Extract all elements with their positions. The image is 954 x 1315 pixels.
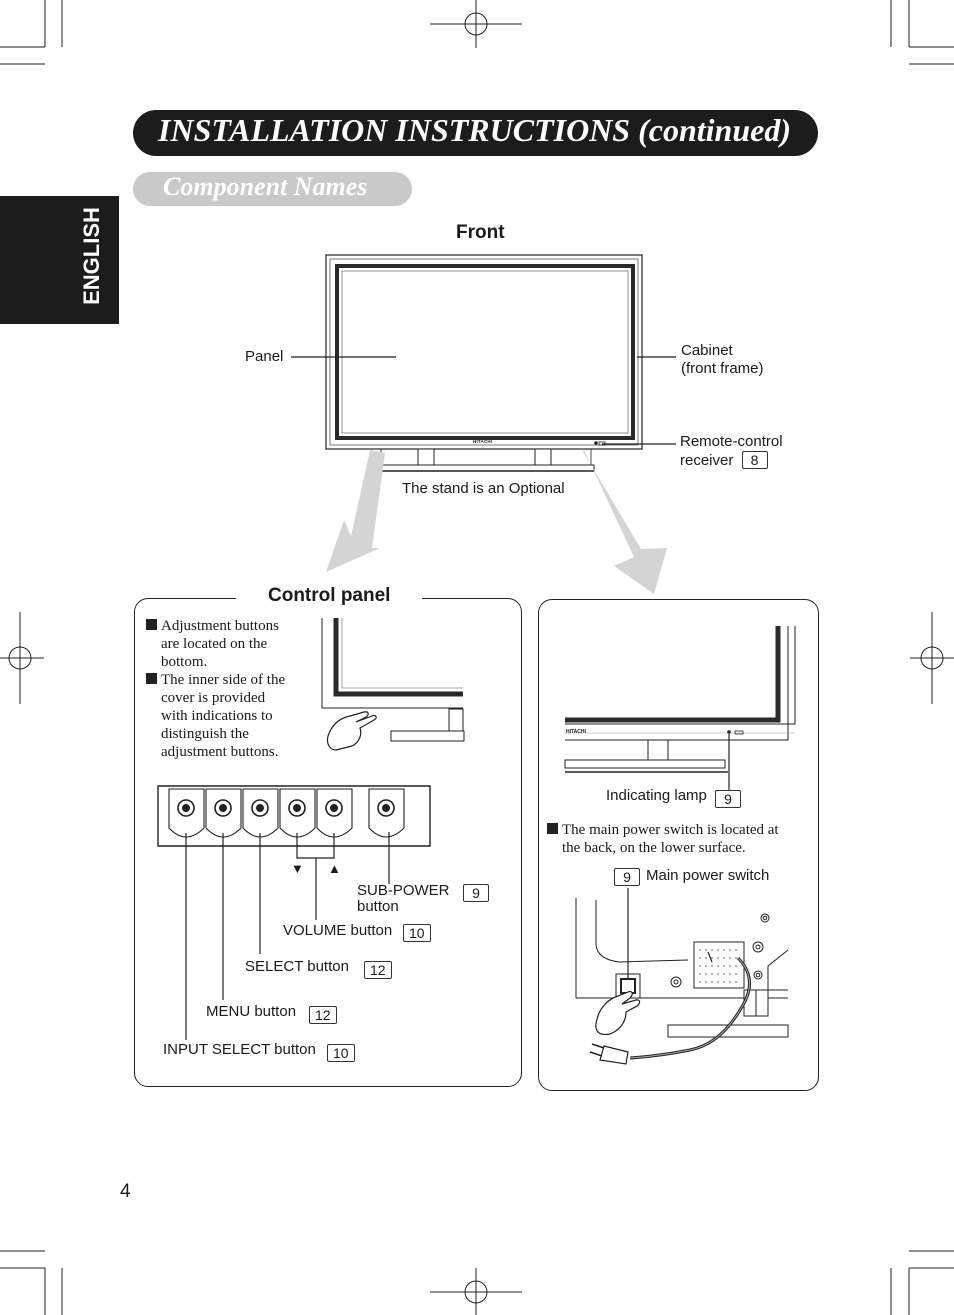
volume-up-arrow-icon: ▲ [328,861,341,876]
sub-power-label-line2: button [357,898,399,915]
grey-arrow-right [582,450,667,594]
page-ref-badge: 9 [463,884,489,902]
page-number: 4 [120,1181,131,1202]
power-switch-box [538,599,819,1091]
cabinet-label-line2: (front frame) [681,360,764,377]
registration-mark-right [910,612,954,704]
volume-down-arrow-icon: ▼ [291,861,304,876]
hand-icon [326,711,377,751]
rear-monitor-illustration [564,626,796,790]
grey-arrow-left [326,450,385,572]
bullet-icon [146,619,157,630]
sub-power-label-line1: SUB-POWER [357,882,450,899]
page-title: INSTALLATION INSTRUCTIONS (continued) [158,112,791,148]
remote-receiver-label-line1: Remote-control [680,433,783,450]
control-panel-heading: Control panel [236,585,423,607]
registration-mark-top [430,0,522,48]
page-ref-badge: 9 [614,868,640,886]
language-tab [0,196,119,324]
page-ref-badge: 10 [403,924,431,942]
stand-note: The stand is an Optional [402,480,565,497]
menu-button-label: MENU button [206,1003,297,1020]
control-panel-notes: Adjustment buttons are located on the bo… [146,617,306,761]
page-ref-badge: 8 [741,451,768,469]
rear-bottom-illustration [575,888,789,1065]
button-leader-lines [185,832,390,1040]
brand-logo-rear: HITACHI [566,729,586,735]
main-power-switch-label: Main power switch [646,867,770,884]
select-button-label: SELECT button [245,958,349,975]
page-ref-badge: 12 [364,961,392,979]
panel-label: Panel [245,348,284,365]
remote-receiver-label-text: receiver [680,452,734,469]
title-bar [133,110,818,156]
front-monitor-illustration [325,254,643,472]
front-leader-lines [291,356,676,445]
page-ref-badge: 10 [327,1044,355,1062]
control-panel-monitor-corner [321,618,465,742]
registration-mark-left [0,612,44,704]
button-strip [157,785,431,847]
remote-receiver-label-line2: receiver 8 [680,451,768,470]
section-subtitle: Component Names [163,172,368,201]
volume-button-label: VOLUME button [283,922,393,939]
cabinet-label-line1: Cabinet [681,342,733,359]
page-ref-badge: 9 [715,790,741,808]
front-heading: Front [456,222,505,243]
brand-logo-front: HITACHI [473,439,493,444]
bullet-icon [547,823,558,834]
power-switch-note: The main power switch is located at the … [547,821,807,857]
indicating-lamp-label: Indicating lamp [606,787,707,804]
subtitle-bar [133,172,412,206]
input-select-button-label: INPUT SELECT button [163,1041,316,1058]
language-tab-label: ENGLISH [79,207,104,305]
bullet-icon [146,673,157,684]
registration-mark-bottom [430,1268,522,1315]
page-ref-badge: 12 [309,1006,337,1024]
